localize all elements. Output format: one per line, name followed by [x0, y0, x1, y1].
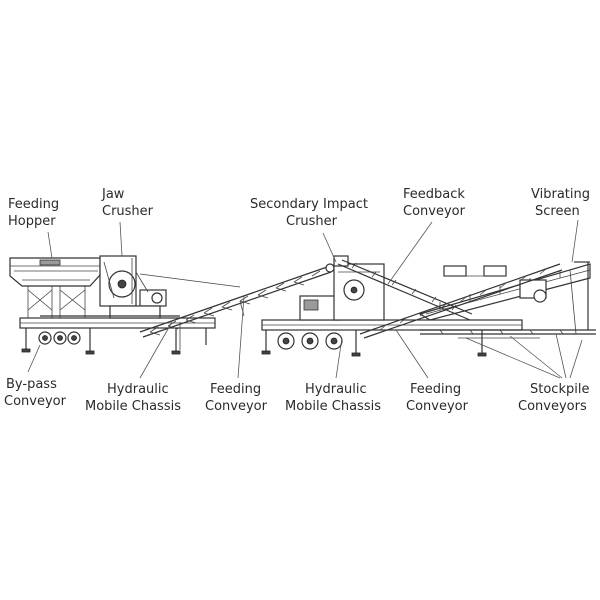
- feeding-conveyor-1-shape: [139, 263, 335, 350]
- feedback-conveyor-shape: [337, 259, 473, 321]
- label-jaw-crusher: Jaw Crusher: [101, 187, 154, 219]
- label-line: Conveyors: [518, 399, 587, 414]
- label-line: Screen: [535, 204, 580, 219]
- label-line: Conveyor: [406, 399, 469, 414]
- label-hydraulic-chassis-2: Hydraulic Mobile Chassis: [285, 382, 381, 414]
- jaw-crusher-shape: [99, 255, 167, 319]
- label-line: Crusher: [102, 204, 154, 219]
- label-line: Jaw: [101, 187, 125, 202]
- feeding-hopper-shape: [9, 257, 101, 287]
- label-line: Mobile Chassis: [85, 399, 181, 414]
- label-feeding-conveyor-1: Feeding Conveyor: [205, 382, 268, 414]
- label-feeding-hopper: Feeding Hopper: [8, 197, 59, 229]
- wheels-right: [277, 332, 343, 350]
- label-hydraulic-chassis-1: Hydraulic Mobile Chassis: [85, 382, 181, 414]
- label-bypass-conveyor: By-pass Conveyor: [4, 377, 67, 409]
- vibrating-screen-shape: [418, 261, 591, 335]
- feeding-conveyor-2-shape: [359, 263, 563, 339]
- label-line: Conveyor: [205, 399, 268, 414]
- label-line: Conveyor: [403, 204, 466, 219]
- label-line: Hydraulic: [305, 382, 367, 397]
- label-line: Feeding: [8, 197, 59, 212]
- label-line: Mobile Chassis: [285, 399, 381, 414]
- right-unit: [261, 255, 596, 357]
- label-secondary-impact-crusher: Secondary Impact Crusher: [250, 197, 368, 229]
- label-line: Feeding: [410, 382, 461, 397]
- label-vibrating-screen: Vibrating Screen: [531, 187, 590, 219]
- label-line: Crusher: [286, 214, 338, 229]
- label-feedback-conveyor: Feedback Conveyor: [403, 187, 466, 219]
- label-line: By-pass: [6, 377, 57, 392]
- label-line: Feedback: [403, 187, 465, 202]
- label-line: Conveyor: [4, 394, 67, 409]
- label-line: Secondary Impact: [250, 197, 368, 212]
- left-unit: [9, 255, 216, 355]
- label-line: Stockpile: [530, 382, 589, 397]
- label-line: Vibrating: [531, 187, 590, 202]
- label-line: Hopper: [8, 214, 56, 229]
- label-line: Hydraulic: [107, 382, 169, 397]
- wheels-left: [38, 331, 81, 345]
- leader-lines: [27, 219, 583, 379]
- label-line: Feeding: [210, 382, 261, 397]
- stockpile-conveyors-shape: [420, 329, 596, 339]
- label-feeding-conveyor-2: Feeding Conveyor: [406, 382, 469, 414]
- label-stockpile-conveyors: Stockpile Conveyors: [518, 382, 589, 414]
